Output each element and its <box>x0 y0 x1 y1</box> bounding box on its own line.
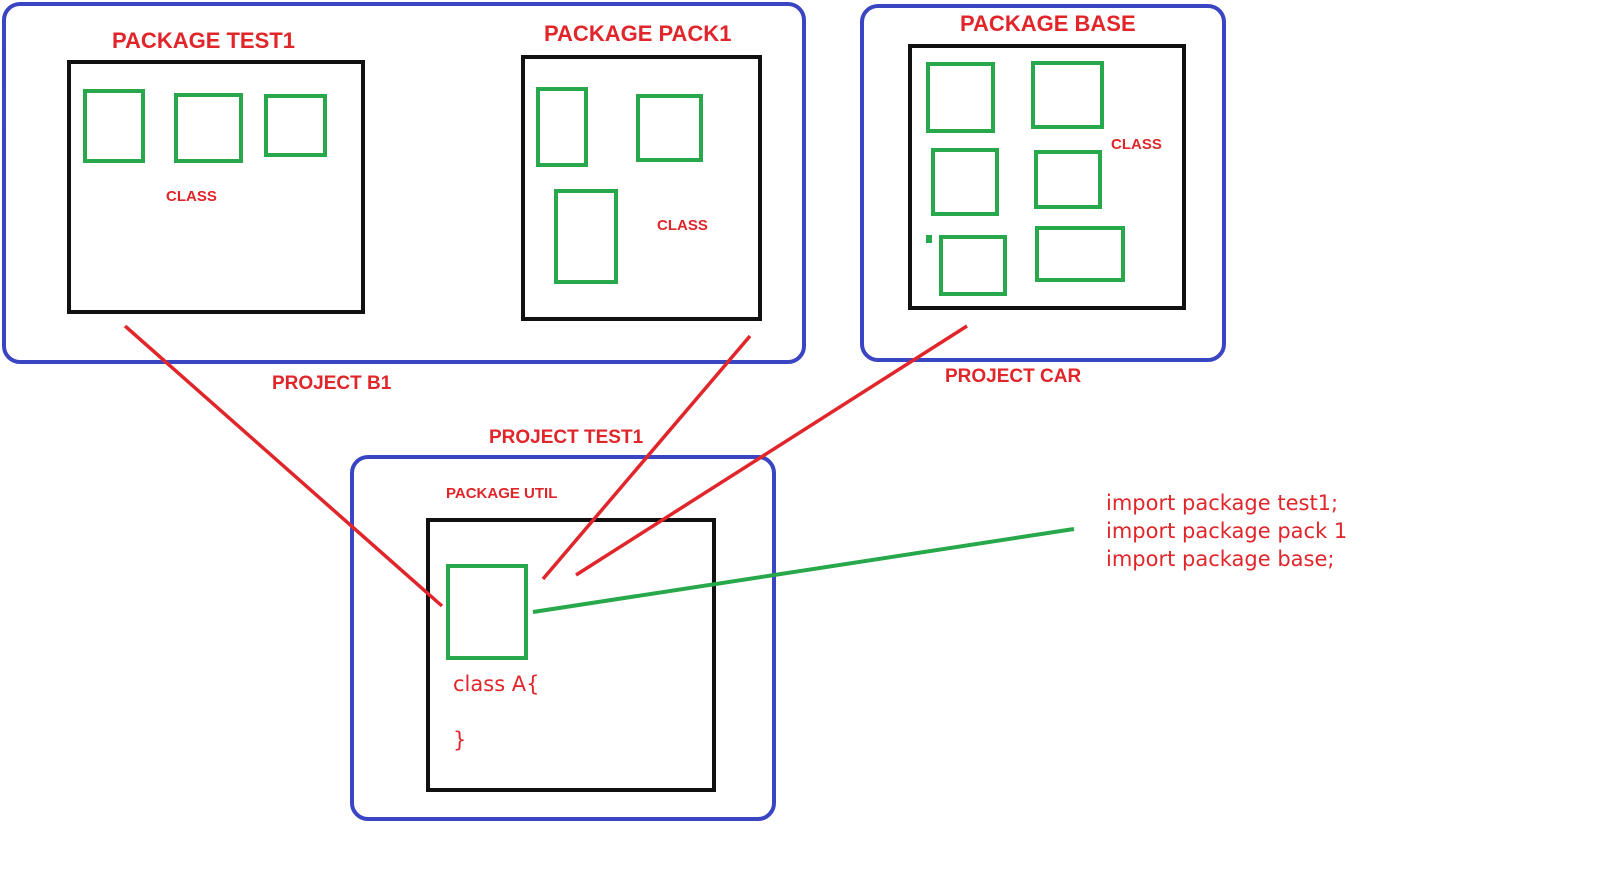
class-box <box>264 94 327 157</box>
project-car-label: PROJECT CAR <box>945 366 1082 387</box>
class-box <box>83 89 145 163</box>
connector-pack1-to-class-a <box>541 334 752 581</box>
class-box-dot <box>926 235 932 243</box>
class-a-open: class A{ <box>453 672 540 696</box>
connector-test1-to-class-a <box>123 324 444 608</box>
package-util-title: PACKAGE UTIL <box>446 485 558 502</box>
project-b1-box <box>2 2 806 364</box>
connector-class-a-to-imports <box>532 527 1075 614</box>
project-car-box <box>860 4 1226 362</box>
class-box <box>1031 61 1104 129</box>
class-box <box>636 94 703 162</box>
class-box <box>926 62 995 133</box>
project-test1-box <box>350 455 776 821</box>
class-a-box <box>446 564 528 660</box>
package-pack1-class-label: CLASS <box>657 217 708 234</box>
package-test1-class-label: CLASS <box>166 188 217 205</box>
class-box <box>1035 226 1125 282</box>
class-box <box>554 189 618 284</box>
package-base-box <box>908 44 1186 310</box>
class-box <box>536 87 588 167</box>
project-test1-label: PROJECT TEST1 <box>489 427 644 448</box>
import-line: import package base; <box>1106 547 1335 571</box>
package-util-box <box>426 518 716 792</box>
connector-base-to-class-a <box>575 324 968 577</box>
class-box <box>939 235 1007 296</box>
package-test1-box <box>67 60 365 314</box>
class-box <box>931 148 999 216</box>
import-line: import package test1; <box>1106 491 1339 515</box>
import-line: import package pack 1 <box>1106 519 1348 543</box>
class-box <box>1034 150 1102 209</box>
package-pack1-box <box>521 55 762 321</box>
package-base-class-label: CLASS <box>1111 136 1162 153</box>
project-b1-label: PROJECT B1 <box>272 373 392 394</box>
package-pack1-title: PACKAGE PACK1 <box>544 21 732 46</box>
class-a-close: } <box>453 728 467 752</box>
package-test1-title: PACKAGE TEST1 <box>112 28 295 53</box>
package-base-title: PACKAGE BASE <box>960 11 1136 36</box>
class-box <box>174 93 243 163</box>
